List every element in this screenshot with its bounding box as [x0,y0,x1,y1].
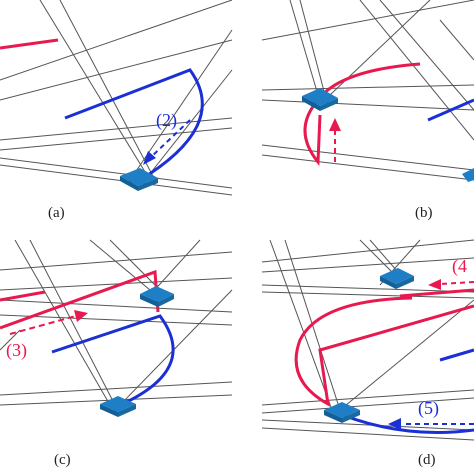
sliding-block-lower [324,402,360,423]
blue-arrowhead [143,151,156,165]
step-label-5: (5) [418,398,439,419]
red-cable-left [0,290,46,302]
blue-cable [51,314,175,408]
sliding-block [380,268,414,289]
blue-cable [64,68,204,182]
panel-d-wires [261,239,474,441]
panel-a: (2) (a) [0,0,233,221]
panel-a-wires [0,0,233,196]
panel-label-a: (a) [48,205,65,221]
sliding-block [302,88,338,111]
red-cable [303,62,421,167]
panel-label-d: (d) [418,452,436,468]
blue-dashed-arrow [149,119,191,159]
sliding-block-lower [100,396,136,417]
panel-d: (4 (5) (d) [261,239,474,468]
red-arrowhead [329,118,341,131]
step-label-2: (2) [156,110,177,131]
sliding-block [140,286,174,307]
blue-cable [427,98,474,122]
red-cable-top [399,288,474,298]
panel-label-c: (c) [54,452,71,468]
panel-b-wires [261,0,474,181]
red-cable [0,38,59,50]
step-label-3: (3) [6,340,27,361]
red-dashed-arrow [439,281,474,285]
panel-b: (b) [261,0,474,221]
sliding-block [120,168,158,191]
step-label-4: (4 [452,256,467,277]
panel-c-wires [0,239,233,406]
blue-cable-right [439,348,474,362]
panel-c: (3) (c) [0,239,233,468]
red-arrowhead [74,310,88,322]
blue-arrowhead [388,418,401,430]
red-cable-loop [294,296,474,407]
red-dashed-arrow [9,315,77,335]
panel-label-b: (b) [415,205,433,221]
red-arrowhead [428,279,441,290]
sliding-block-right [462,168,474,182]
